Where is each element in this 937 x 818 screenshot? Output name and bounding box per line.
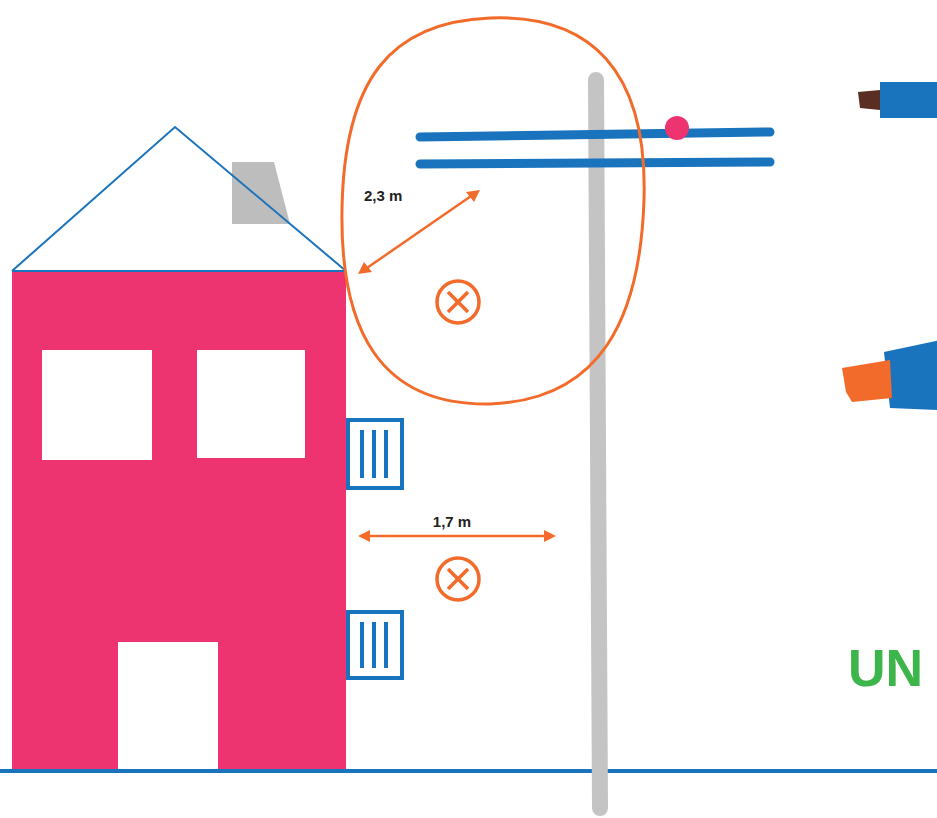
ground-line bbox=[0, 769, 937, 773]
danger-zone bbox=[342, 18, 644, 404]
utility-pole bbox=[596, 80, 600, 808]
door bbox=[118, 642, 218, 772]
roof-base bbox=[12, 270, 346, 272]
insulator-dot bbox=[665, 116, 689, 140]
hand-figure bbox=[858, 82, 937, 118]
dimension-label: 2,3 m bbox=[362, 188, 404, 205]
power-line bbox=[420, 162, 770, 164]
dimension-arrow bbox=[358, 190, 556, 542]
roof bbox=[12, 127, 346, 271]
headline-text: UN bbox=[846, 640, 925, 697]
power-line bbox=[420, 132, 770, 137]
forbidden-mark bbox=[437, 281, 479, 600]
dimension-label: 1,7 m bbox=[431, 514, 473, 531]
window bbox=[42, 350, 152, 460]
balcony bbox=[348, 420, 402, 678]
chimney bbox=[232, 162, 290, 224]
window bbox=[197, 350, 305, 458]
house-wall bbox=[12, 270, 346, 772]
foot-figure bbox=[842, 340, 937, 410]
